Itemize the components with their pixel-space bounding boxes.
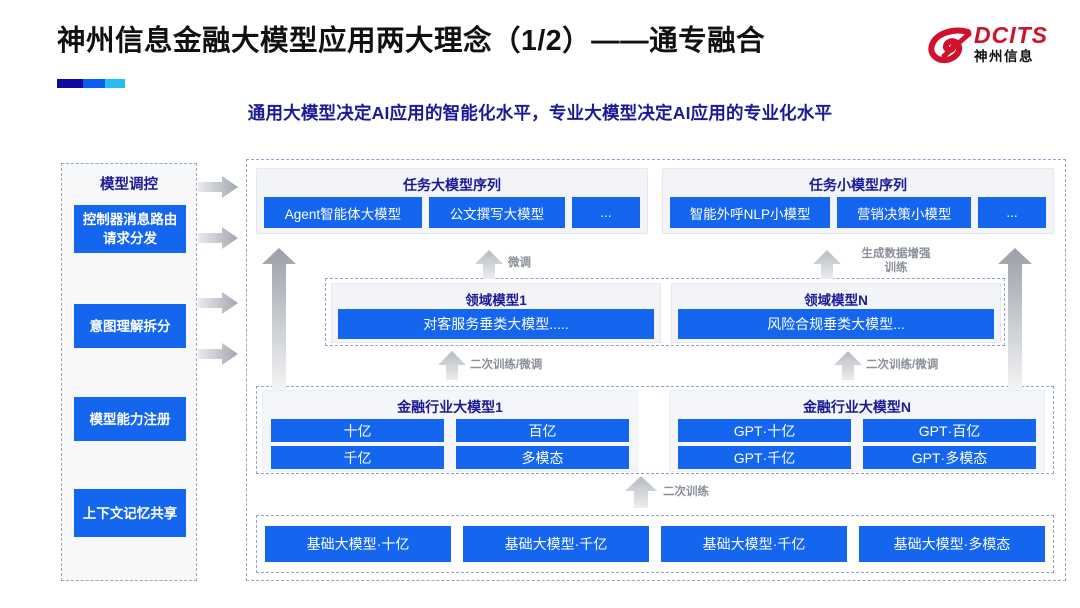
accent-bar [57,79,125,88]
scale-chip-hundred-billion[interactable]: 千亿 [271,446,444,469]
model-chip-marketing[interactable]: 营销决策小模型 [837,197,972,228]
flow-arrow-right-icon [198,176,238,198]
industry-model-n-card: 金融行业大模型N GPT·十亿 GPT·百亿 GPT·千亿 GPT·多模态 [669,390,1045,472]
arrow-label-retrain-tune-right: 二次训练/微调 [866,359,939,371]
arrow-label-data-augment-line1: 生成数据增强 [861,248,931,260]
page-subtitle: 通用大模型决定AI应用的智能化水平，专业大模型决定AI应用的专业化水平 [247,103,833,123]
scale-chip-multimodal[interactable]: 多模态 [456,446,629,469]
page-title: 神州信息金融大模型应用两大理念（1/2）——通专融合 [57,25,766,57]
scale-chip-gpt-hundred-billion[interactable]: GPT·千亿 [678,446,851,469]
task-small-model-sequence: 任务小模型序列 智能外呼NLP小模型 营销决策小模型 ... [662,168,1054,234]
logo-cn-text: 神州信息 [974,49,1034,64]
domain-model-title: 领域模型N [804,293,868,308]
flow-arrow-right-icon [198,292,238,314]
domain-model-group: 领域模型1 对客服务垂类大模型..... 领域模型N 风险合规垂类大模型... [325,278,1005,346]
domain-model-1-card: 领域模型1 对客服务垂类大模型..... [331,283,661,343]
foundation-model-row: 基础大模型·十亿 基础大模型·千亿 基础大模型·千亿 基础大模型·多模态 [265,526,1045,562]
accent-bar-segment [57,79,83,88]
arrow-label-fine-tune: 微调 [508,257,531,269]
accent-bar-segment [82,79,105,88]
scale-chip-gpt-billion[interactable]: GPT·十亿 [678,419,851,442]
sequence-title: 任务大模型序列 [403,177,501,193]
industry-model-1-card: 金融行业大模型1 十亿 百亿 千亿 多模态 [262,390,638,472]
task-large-model-sequence: 任务大模型序列 Agent智能体大模型 公文撰写大模型 ... [256,168,648,234]
control-panel: 模型调控 控制器消息路由请求分发 意图理解拆分 模型能力注册 上下文记忆共享 [61,163,197,581]
control-item-registry[interactable]: 模型能力注册 [74,397,186,441]
industry-model-group: 金融行业大模型1 十亿 百亿 千亿 多模态 金融行业大模型N GPT·十亿 GP… [256,386,1054,474]
industry-model-scale-grid: 十亿 百亿 千亿 多模态 [271,419,629,469]
accent-bar-segment [104,79,125,88]
flow-arrow-right-icon [198,227,238,249]
industry-model-title: 金融行业大模型1 [397,399,503,415]
model-chip-more[interactable]: ... [572,197,640,228]
company-logo: DCITS 神州信息 [928,22,1064,74]
architecture-panel: 任务大模型序列 Agent智能体大模型 公文撰写大模型 ... 任务小模型序列 … [246,159,1066,581]
scale-chip-billion[interactable]: 十亿 [271,419,444,442]
sequence-title: 任务小模型序列 [809,177,907,193]
domain-model-n-card: 领域模型N 风险合规垂类大模型... [671,283,1001,343]
arrow-label-data-augment-line2: 训练 [884,262,908,274]
domain-model-title: 领域模型1 [465,293,527,308]
industry-model-scale-grid: GPT·十亿 GPT·百亿 GPT·千亿 GPT·多模态 [678,419,1036,469]
control-item-router[interactable]: 控制器消息路由请求分发 [74,205,186,253]
arrow-label-retrain-base: 二次训练 [663,486,709,498]
foundation-model-group: 基础大模型·十亿 基础大模型·千亿 基础大模型·千亿 基础大模型·多模态 [256,515,1054,573]
model-chip-document[interactable]: 公文撰写大模型 [428,197,565,228]
control-panel-title: 模型调控 [100,177,158,193]
arrow-label-retrain-tune-left: 二次训练/微调 [470,359,543,371]
logo-en-text: DCITS [974,22,1048,48]
control-item-context[interactable]: 上下文记忆共享 [74,489,186,537]
model-chip-outbound-nlp[interactable]: 智能外呼NLP小模型 [670,197,831,228]
domain-model-chip-risk[interactable]: 风险合规垂类大模型... [678,309,994,339]
domain-model-chip-service[interactable]: 对客服务垂类大模型..... [338,309,654,339]
sequence-items: 智能外呼NLP小模型 营销决策小模型 ... [670,197,1047,228]
foundation-chip-hundred-billion-a[interactable]: 基础大模型·千亿 [463,526,649,562]
foundation-chip-multimodal[interactable]: 基础大模型·多模态 [859,526,1045,562]
industry-model-title: 金融行业大模型N [802,399,912,415]
foundation-chip-hundred-billion-b[interactable]: 基础大模型·千亿 [661,526,847,562]
scale-chip-gpt-multimodal[interactable]: GPT·多模态 [863,446,1036,469]
control-item-intent[interactable]: 意图理解拆分 [74,304,186,348]
flow-arrow-right-icon [198,343,238,365]
foundation-chip-billion[interactable]: 基础大模型·十亿 [265,526,451,562]
model-chip-agent[interactable]: Agent智能体大模型 [264,197,422,228]
scale-chip-gpt-ten-billion[interactable]: GPT·百亿 [863,419,1036,442]
sequence-items: Agent智能体大模型 公文撰写大模型 ... [264,197,640,228]
scale-chip-ten-billion[interactable]: 百亿 [456,419,629,442]
logo-text: DCITS 神州信息 [974,22,1048,65]
model-chip-more[interactable]: ... [978,197,1047,228]
dcits-swirl-icon [928,27,972,64]
